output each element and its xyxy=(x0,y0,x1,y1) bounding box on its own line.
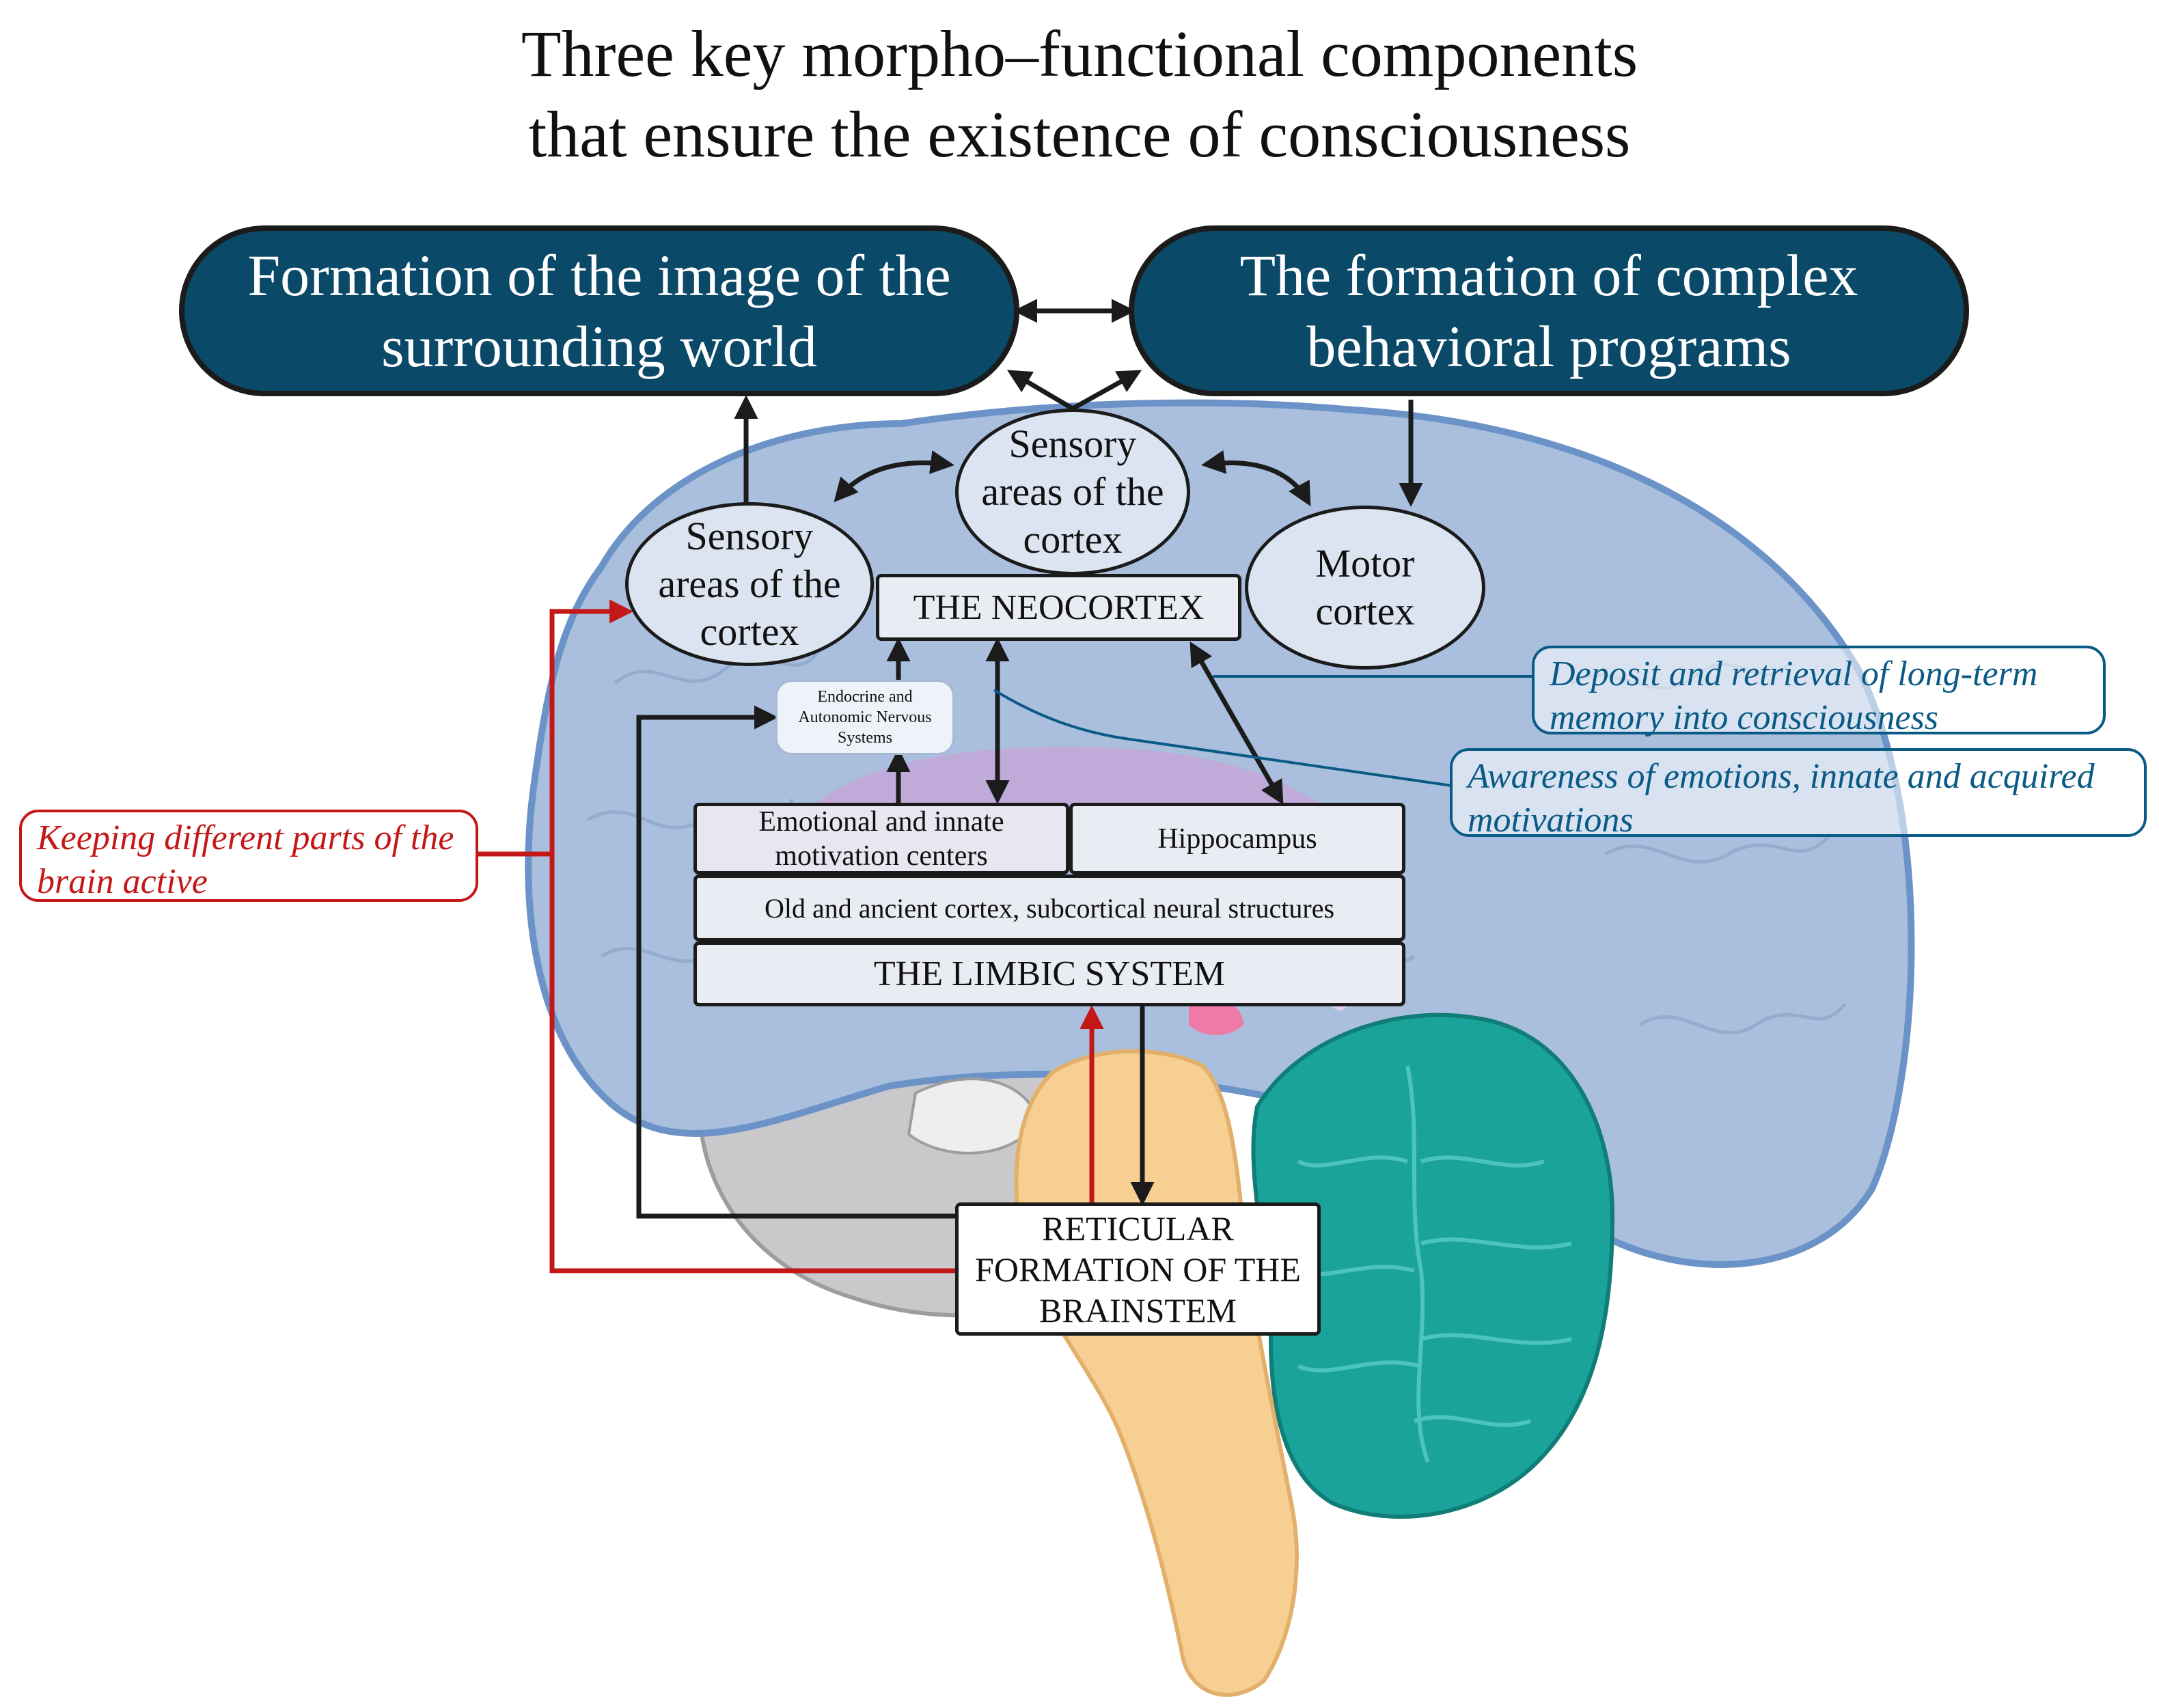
activation-arrows xyxy=(478,599,1104,1273)
limbic-system-box: THE LIMBIC SYSTEM xyxy=(693,941,1405,1006)
world-image-component: Formation of the image of the surroundin… xyxy=(179,225,1019,396)
hippocampus-box: Hippocampus xyxy=(1069,803,1405,874)
emotions-callout: Awareness of emotions, innate and acquir… xyxy=(1450,748,2147,840)
endocrine-autonomic-label: Endocrine and Autonomic Nervous Systems xyxy=(798,688,932,747)
diagram-title-line-2: that ensure the existence of consciousne… xyxy=(528,98,1631,171)
motor-cortex-label: Motor cortex xyxy=(1315,541,1415,633)
emotional-motivation-box: Emotional and innate motivation centers xyxy=(693,803,1069,874)
diagram-title-line-1: Three key morpho–functional components xyxy=(521,17,1638,90)
sensory-cortex-left-label: Sensory areas of the cortex xyxy=(658,514,841,654)
limbic-system-label: THE LIMBIC SYSTEM xyxy=(873,954,1226,993)
behavioral-programs-label: The formation of complex behavioral prog… xyxy=(1239,243,1858,379)
reticular-formation-label: RETICULAR FORMATION OF THE BRAINSTEM xyxy=(975,1209,1301,1330)
connector-arrows xyxy=(636,299,1423,1219)
reticular-formation-box: RETICULAR FORMATION OF THE BRAINSTEM xyxy=(955,1202,1321,1336)
sensory-cortex-center-oval: Sensory areas of the cortex xyxy=(955,409,1190,575)
endocrine-autonomic-box: Endocrine and Autonomic Nervous Systems xyxy=(775,680,954,755)
memory-callout: Deposit and retrieval of long-term memor… xyxy=(1532,646,2106,737)
cerebellum-folia xyxy=(1284,1065,1572,1463)
sensory-cortex-center-label: Sensory areas of the cortex xyxy=(981,422,1164,562)
emotional-motivation-label: Emotional and innate motivation centers xyxy=(758,805,1004,872)
old-cortex-label: Old and ancient cortex, subcortical neur… xyxy=(764,892,1335,924)
old-cortex-box: Old and ancient cortex, subcortical neur… xyxy=(693,874,1405,941)
activity-callout-text: Keeping different parts of the brain act… xyxy=(37,818,454,901)
motor-cortex-oval: Motor cortex xyxy=(1245,506,1485,670)
pineal-shape xyxy=(1189,998,1243,1035)
emotions-callout-text: Awareness of emotions, innate and acquir… xyxy=(1468,757,2095,840)
neocortex-label: THE NEOCORTEX xyxy=(913,588,1205,627)
memory-callout-text: Deposit and retrieval of long-term memor… xyxy=(1550,655,2038,737)
activity-callout: Keeping different parts of the brain act… xyxy=(19,810,478,902)
cerebellum-shape xyxy=(1251,1013,1615,1519)
callout-leaders xyxy=(993,675,1534,787)
world-image-label: Formation of the image of the surroundin… xyxy=(247,243,951,379)
behavioral-programs-component: The formation of complex behavioral prog… xyxy=(1129,225,1969,396)
neocortex-box: THE NEOCORTEX xyxy=(876,574,1241,641)
hippocampus-label: Hippocampus xyxy=(1157,823,1317,855)
sensory-cortex-left-oval: Sensory areas of the cortex xyxy=(625,502,874,666)
